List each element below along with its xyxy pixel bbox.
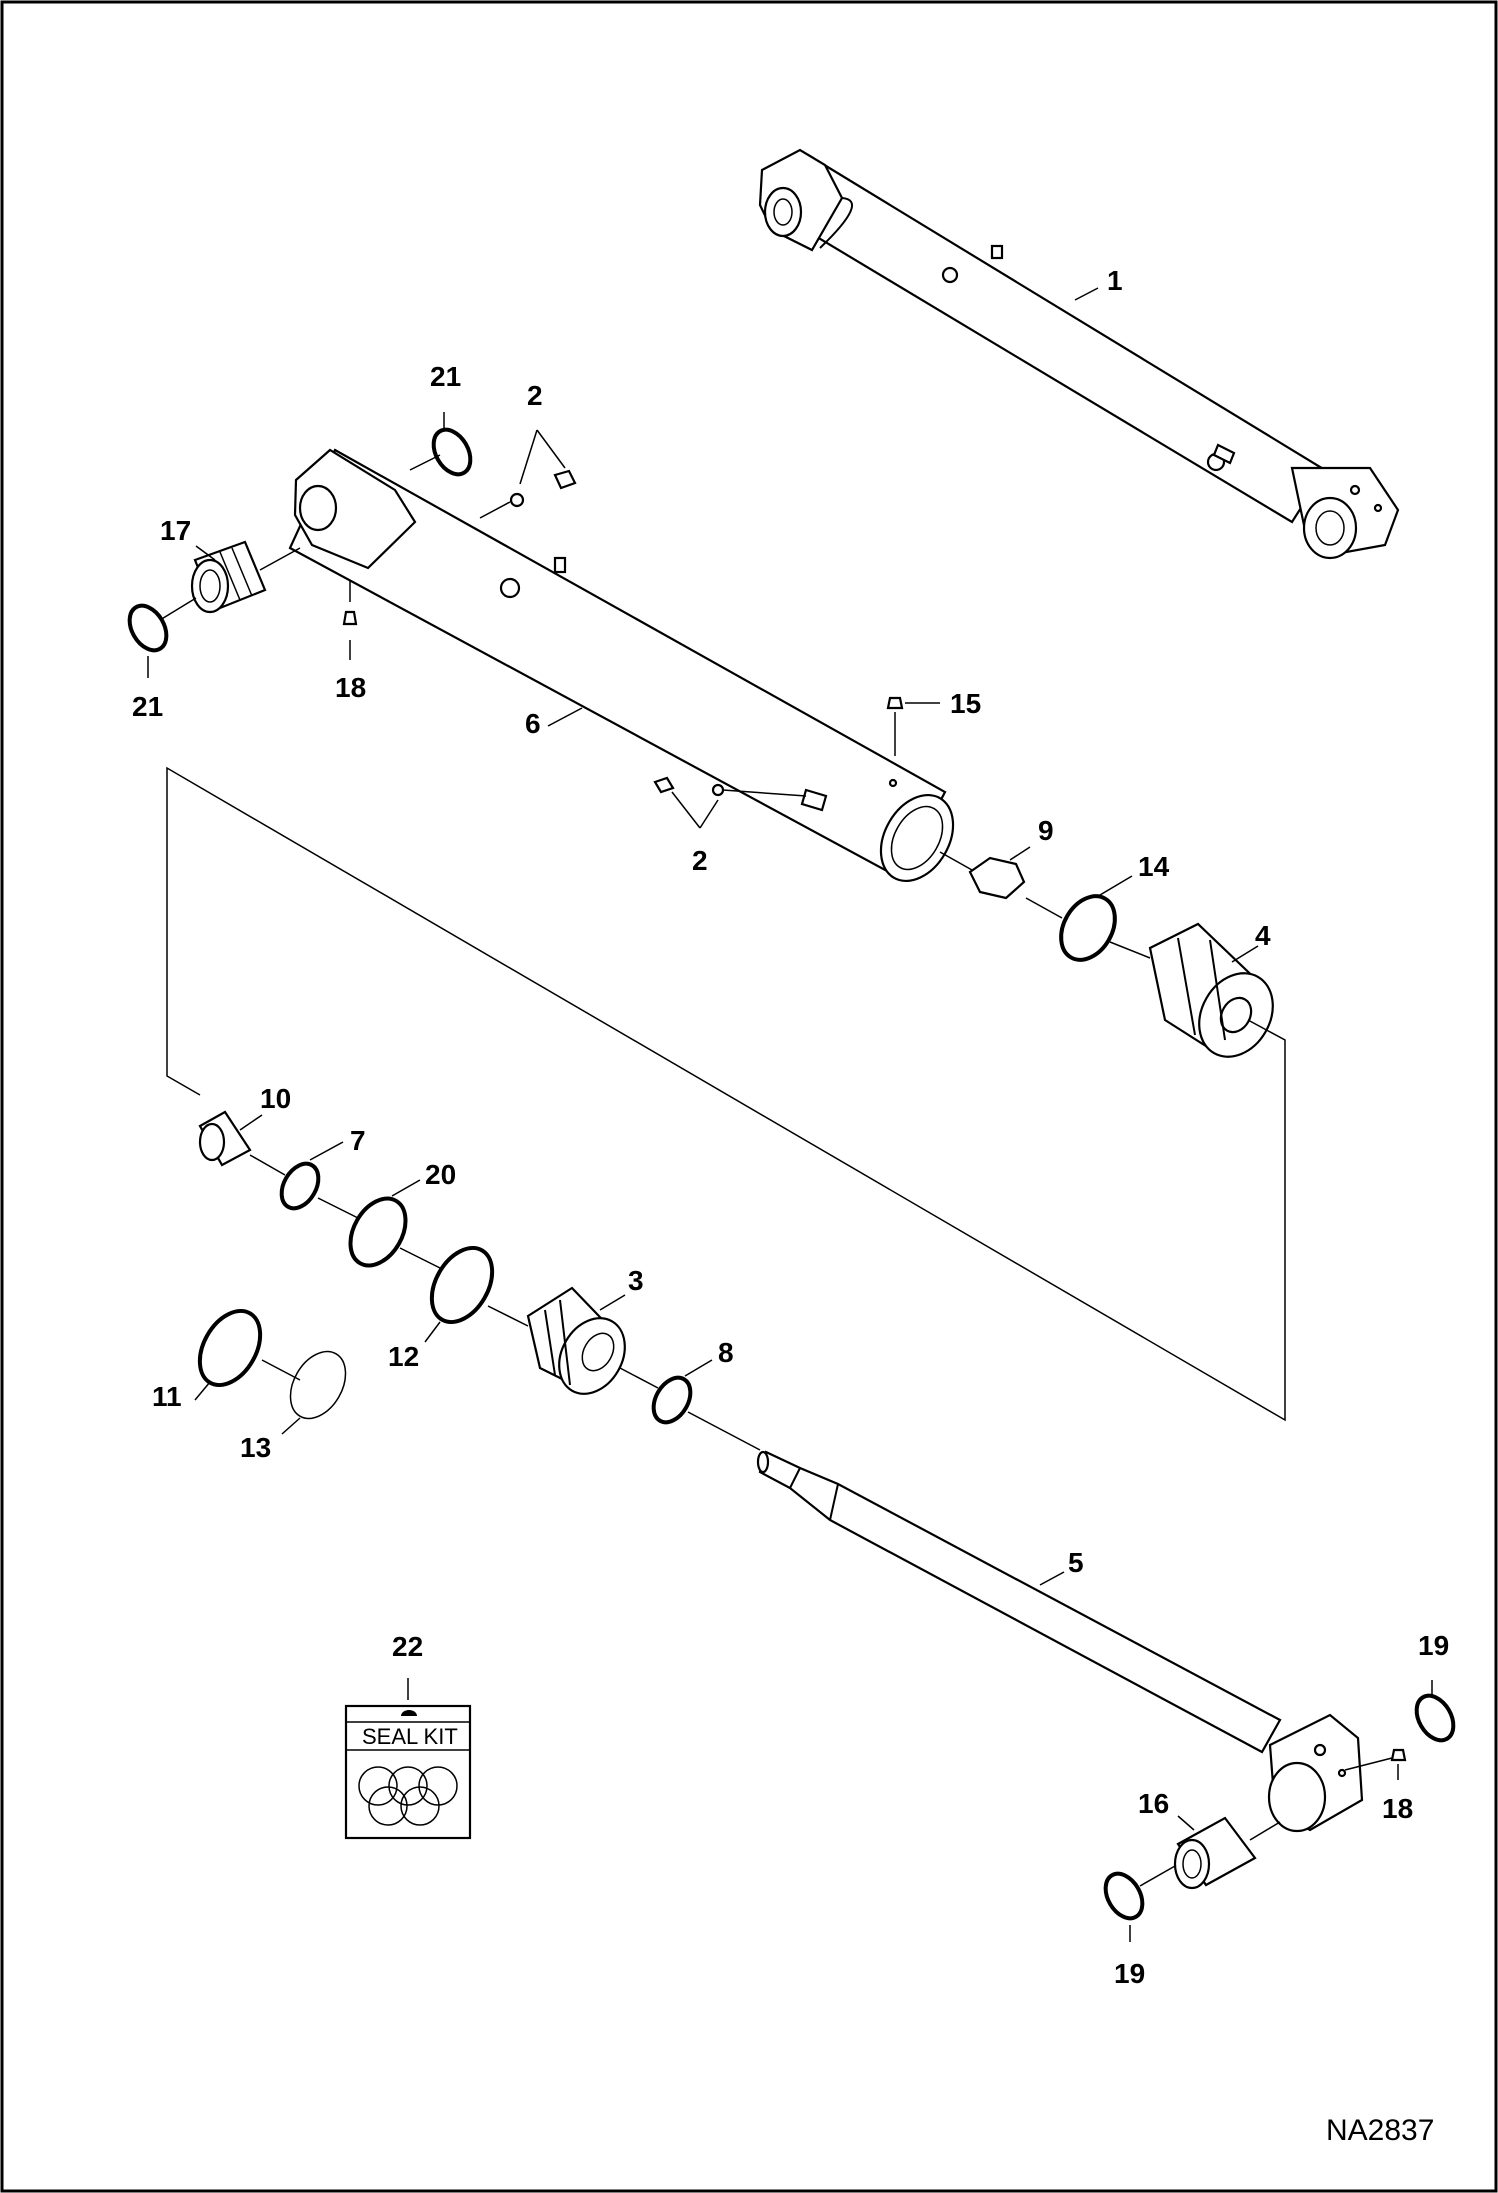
part-9-nut	[968, 856, 1026, 900]
callout-10: 10	[260, 1083, 291, 1114]
part-21-ring-left	[127, 603, 169, 653]
callout-7: 7	[350, 1125, 366, 1156]
part-3-gland	[526, 1286, 626, 1395]
assembly-outline	[166, 766, 1286, 1422]
callout-11: 11	[152, 1381, 182, 1412]
callout-22: 22	[392, 1631, 423, 1662]
callout-21-top: 21	[430, 361, 461, 392]
part-19-ring-top	[1414, 1693, 1456, 1743]
part-18-fitting-left	[342, 610, 358, 626]
part-10-wear-ring	[198, 1110, 252, 1167]
part-21-ring-top	[431, 427, 473, 477]
callout-5: 5	[1068, 1547, 1084, 1578]
callout-3: 3	[628, 1265, 644, 1296]
part-18-fitting-right	[1390, 1748, 1407, 1762]
callout-19-top: 19	[1418, 1630, 1449, 1661]
callout-17: 17	[160, 515, 191, 546]
seal-kit-label: SEAL KIT	[362, 1724, 458, 1749]
callout-1: 1	[1107, 265, 1123, 296]
part-6-barrel	[288, 448, 955, 883]
callout-19-bottom: 19	[1114, 1958, 1145, 1989]
part-19-ring-bottom	[1103, 1871, 1145, 1921]
callout-13: 13	[240, 1432, 271, 1463]
callout-18-left: 18	[335, 672, 366, 703]
part-11-ring	[197, 1309, 263, 1387]
part-17-bushing	[190, 540, 267, 614]
callout-12: 12	[388, 1341, 419, 1372]
callout-14: 14	[1138, 851, 1170, 882]
callout-18-right: 18	[1382, 1793, 1413, 1824]
part-4-piston	[1148, 922, 1274, 1058]
callout-2-top: 2	[527, 380, 543, 411]
callout-6: 6	[525, 708, 541, 739]
part-5-rod	[756, 1450, 1364, 1833]
part-2-fittings-lower	[653, 776, 828, 812]
part-8-ring	[651, 1375, 693, 1425]
callout-9: 9	[1038, 815, 1054, 846]
part-22-seal-kit	[344, 1704, 472, 1840]
part-1-assembled-cylinder	[758, 148, 1400, 560]
callout-8: 8	[718, 1337, 734, 1368]
part-20-ring	[348, 1196, 408, 1268]
callout-15: 15	[950, 688, 981, 719]
part-2-fittings-top	[509, 469, 577, 508]
drawing-code: NA2837	[1326, 2114, 1434, 2147]
part-13-ring	[289, 1350, 347, 1420]
callout-20: 20	[425, 1159, 456, 1190]
part-14-ring	[1059, 894, 1117, 962]
callout-21-left: 21	[132, 691, 163, 722]
part-16-bushing	[1173, 1816, 1257, 1890]
part-12-ring	[429, 1246, 495, 1324]
part-15-fitting	[886, 696, 904, 710]
callout-4: 4	[1255, 920, 1271, 951]
callout-16: 16	[1138, 1788, 1169, 1819]
part-7-ring	[279, 1161, 321, 1211]
callout-2-lower: 2	[692, 845, 708, 876]
